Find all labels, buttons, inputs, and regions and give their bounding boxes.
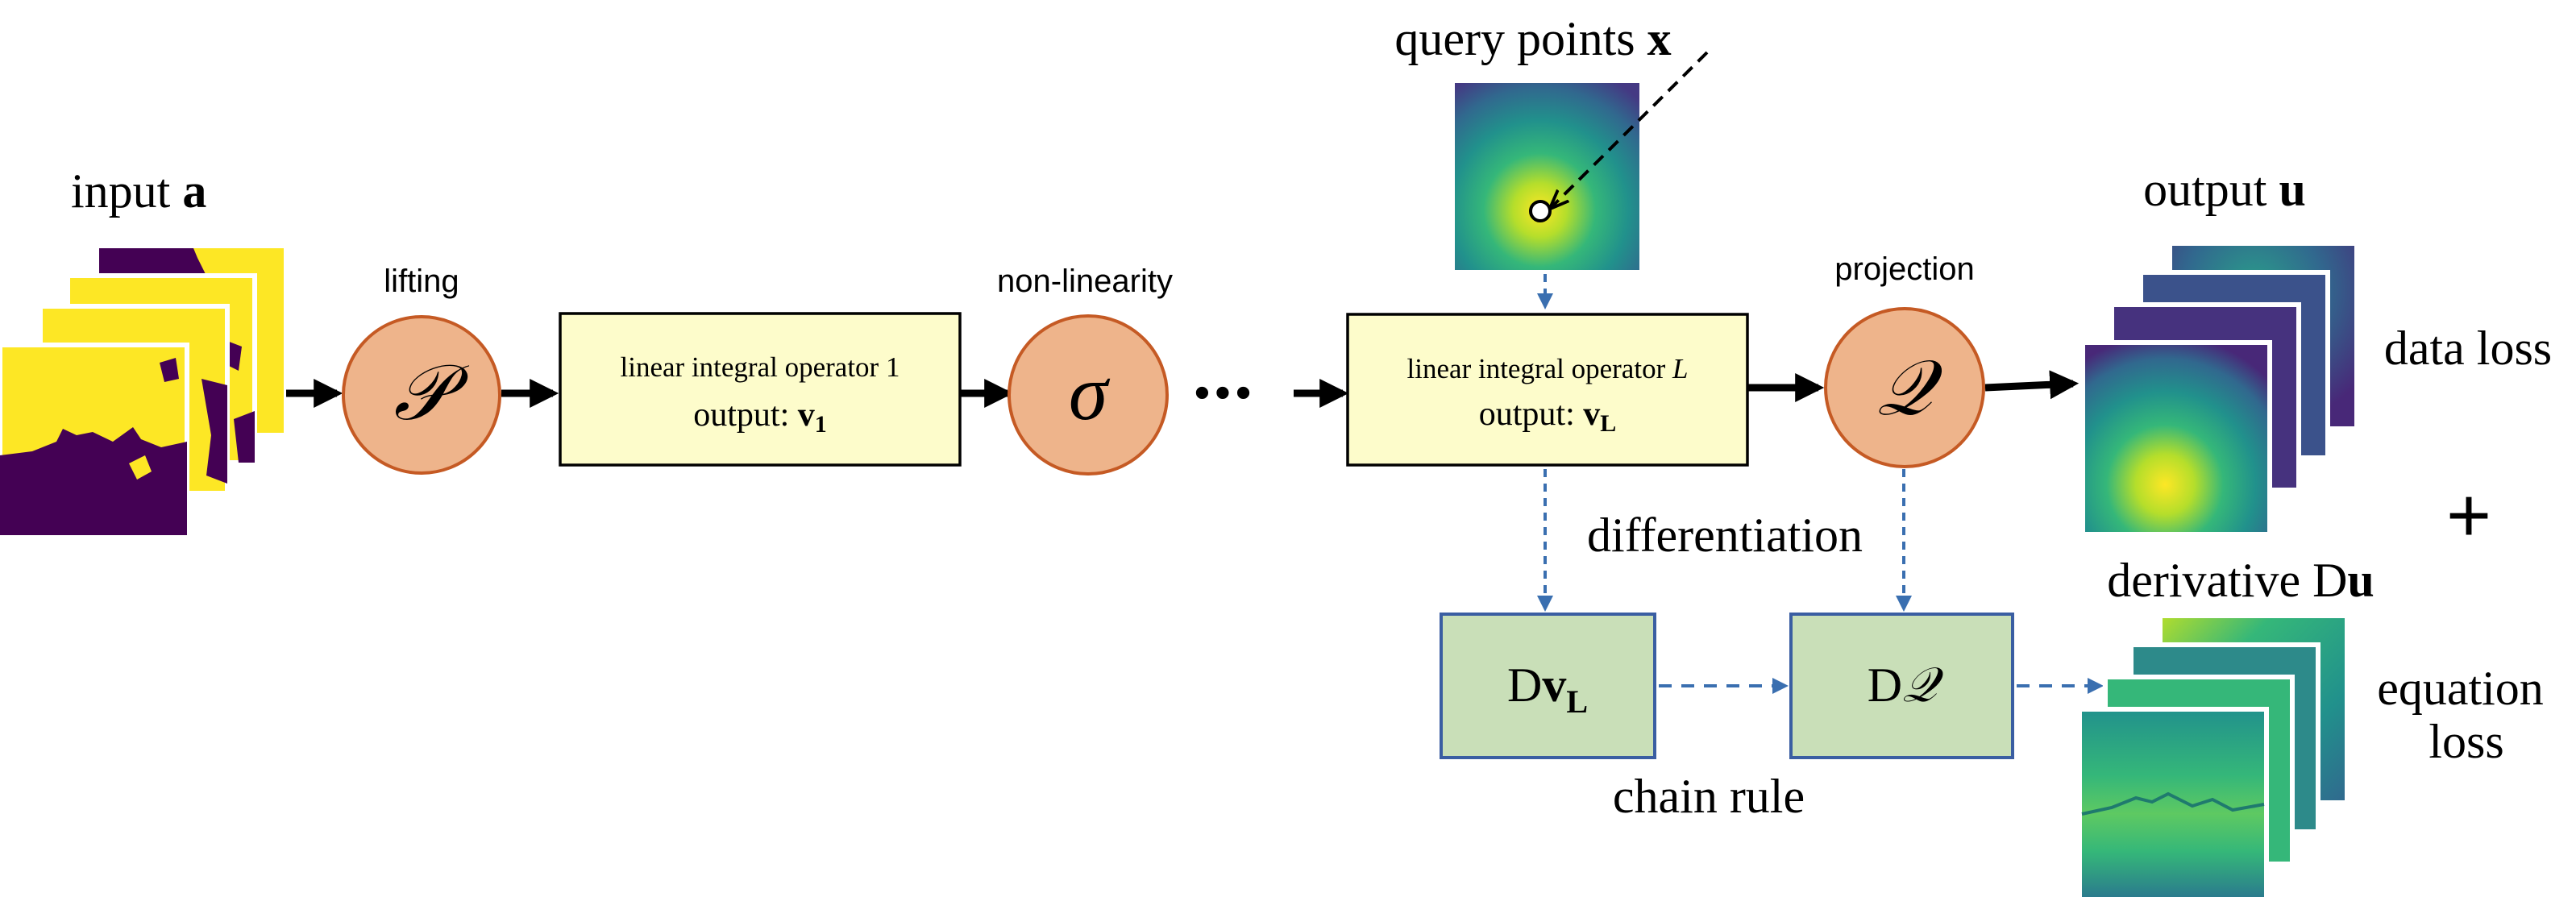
sigma-symbol: σ [1069,350,1111,437]
nonlinearity-label: non-linearity [997,264,1173,299]
query-pointer-arrow [1552,51,1709,206]
projection-label: projection [1834,251,1974,287]
equation-word: equation [2377,662,2544,715]
input-image-stack [0,243,286,538]
plus-sign: + [2446,472,2491,559]
projection-operator-symbol: 𝒬 [1877,345,1943,431]
input-label: input a [71,164,206,218]
input-image-front [0,343,189,538]
main-flow-arrows [286,370,2079,408]
derivative-vL-block [1440,613,1656,759]
output-image-stack [2080,241,2359,537]
opL-title: linear integral operator L [1407,353,1689,384]
chain-rule-label: chain rule [1613,770,1805,823]
lifting-operator-circle [342,315,501,475]
lifting-label: lifting [384,264,459,299]
arrow-projection-to-output [1984,370,2079,400]
derivative-Q-block [1789,613,2014,759]
opL-output: output: vL [1479,396,1617,437]
derivative-vL-text: DvL [1507,658,1588,720]
output-label: output u [2143,163,2306,216]
loss-word: loss [2429,715,2503,768]
linear-integral-operator-1-block [559,312,962,467]
op1-output: output: v1 [693,397,827,438]
nonlinearity-circle [1008,314,1169,476]
op1-title: linear integral operator 1 [621,351,900,383]
derivative-image-stack [2077,613,2350,902]
output-image-front [2080,340,2272,537]
derivative-Q-text: D𝒬 [1868,658,1944,712]
query-points-image [1455,83,1639,270]
projection-operator-circle [1824,307,1985,468]
derivative-image-front [2077,707,2269,902]
differentiation-label: differentiation [1587,509,1863,562]
equation-loss-label: equation loss [2377,662,2556,768]
query-points-label: query points x [1394,12,1671,65]
linear-integral-operator-L-block [1346,313,1749,467]
query-point-marker [1529,200,1552,222]
data-loss-label: data loss [2384,322,2552,375]
ellipsis: ••• [1195,367,1257,417]
derivative-label: derivative Du [2107,554,2374,607]
